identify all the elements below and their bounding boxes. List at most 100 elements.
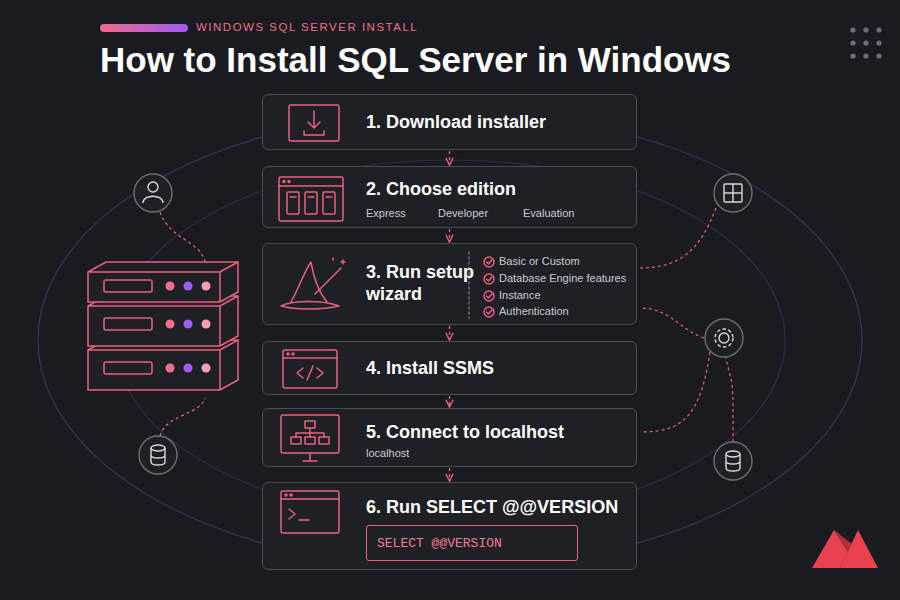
- step-title: 5. Connect to localhost: [366, 422, 564, 444]
- step-title: 1. Download installer: [366, 112, 546, 134]
- decor: [202, 320, 211, 329]
- decor: [184, 320, 193, 329]
- step-detail: Basic or Custom: [499, 255, 580, 267]
- decor: [705, 319, 743, 357]
- decor: [38, 112, 862, 568]
- decor: [283, 181, 285, 183]
- decor: [850, 27, 855, 32]
- decor: [850, 53, 855, 58]
- page-title: How to Install SQL Server in Windows: [100, 40, 731, 80]
- decor: [289, 105, 339, 141]
- decor: [290, 196, 332, 198]
- decor: [289, 509, 309, 520]
- download-step: 1. Download installer: [262, 94, 637, 150]
- decor: [151, 448, 165, 465]
- decor: [303, 453, 317, 461]
- step-title: 2. Choose edition: [366, 179, 516, 201]
- step-title: 3. Run setup wizard: [366, 262, 476, 305]
- decor: [315, 258, 345, 294]
- decor: [166, 364, 175, 373]
- dot-grid: [850, 27, 881, 58]
- step-title: 4. Install SSMS: [366, 358, 494, 380]
- decor: [726, 451, 740, 457]
- step-icon: [263, 244, 636, 324]
- decor: [289, 105, 339, 141]
- step-detail: Evaluation: [523, 207, 574, 219]
- query-step: 6. Run SELECT @@VERSION SELECT @@VERSION: [262, 482, 637, 570]
- decor: [202, 282, 211, 291]
- decor: [468, 252, 470, 318]
- flow-arrow: [449, 326, 450, 340]
- decor: [304, 111, 324, 135]
- decor: [876, 53, 881, 58]
- decor: [719, 333, 729, 343]
- decor: [143, 196, 163, 203]
- decor: [88, 340, 238, 390]
- decor: [876, 40, 881, 45]
- server-led: [166, 282, 211, 373]
- decor: [279, 177, 343, 221]
- decor: [279, 185, 343, 187]
- decor: [88, 340, 238, 390]
- decor: [281, 498, 339, 500]
- decor: [88, 262, 238, 302]
- step-title: 6. Run SELECT @@VERSION: [366, 497, 618, 519]
- decor: [134, 174, 172, 212]
- decor: [287, 192, 299, 214]
- decor: [285, 494, 287, 496]
- step-detail: Authentication: [499, 305, 569, 317]
- decor: [288, 181, 290, 183]
- decor: [487, 260, 492, 264]
- decor: [487, 294, 492, 298]
- decor: [287, 353, 289, 355]
- decor: [281, 491, 339, 533]
- kicker-label: WINDOWS SQL SERVER INSTALL: [196, 21, 418, 33]
- decor: [281, 262, 339, 309]
- decor: [323, 192, 335, 214]
- decor: [104, 280, 152, 292]
- dashed-leader: [160, 208, 733, 442]
- decor: [640, 308, 704, 338]
- decor: [850, 40, 855, 45]
- accent-bar: [100, 24, 188, 32]
- edition-step: 2. Choose editionExpressDeveloperEvaluat…: [262, 166, 637, 228]
- decor: [840, 530, 878, 568]
- decor: [139, 436, 177, 474]
- decor: [812, 530, 848, 568]
- decor: [184, 364, 193, 373]
- decor: [487, 277, 492, 281]
- decor: [726, 454, 740, 471]
- decor: [279, 177, 343, 221]
- decor: [715, 329, 733, 347]
- decor: [88, 296, 238, 346]
- orbit-ellipse: [38, 112, 862, 568]
- decor: [291, 437, 301, 444]
- decor: [863, 27, 868, 32]
- decor: [104, 318, 152, 330]
- decor: [834, 530, 858, 552]
- decor: [148, 182, 158, 192]
- brand-logo: [812, 530, 878, 568]
- decor: [104, 362, 152, 374]
- step-detail: Database Engine features: [499, 272, 626, 284]
- step-title: SELECT @@VERSION: [377, 536, 502, 551]
- step-detail: Express: [366, 207, 406, 219]
- decor: [281, 491, 339, 533]
- decor: [724, 184, 742, 202]
- ssms-step: 4. Install SSMS: [262, 341, 637, 395]
- decor: [863, 53, 868, 58]
- connect-step: 5. Connect to localhostlocalhost: [262, 408, 637, 467]
- decor: [290, 494, 292, 496]
- wizard-step: 3. Run setup wizard Basic or CustomDataba…: [262, 243, 637, 325]
- decor: [726, 358, 733, 442]
- decor: [296, 428, 324, 437]
- decor: [184, 282, 193, 291]
- decor: [484, 257, 494, 267]
- decor: [863, 40, 868, 45]
- decor: [166, 320, 175, 329]
- decor: [283, 357, 337, 359]
- code-box: SELECT @@VERSION: [366, 525, 578, 561]
- flow-arrow: [449, 396, 450, 407]
- flow-arrow: [449, 229, 450, 242]
